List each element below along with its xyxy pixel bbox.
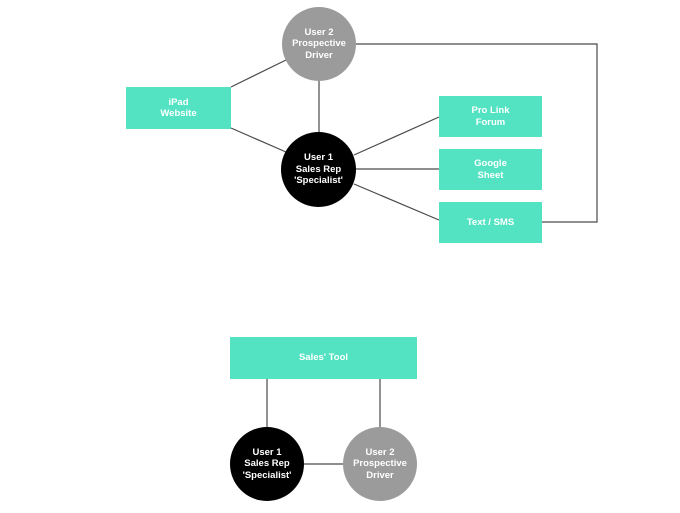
user1-title: User 1 [303,152,334,164]
pro-link-forum-box: Pro Link Forum [439,96,542,137]
user2-prospective-driver-node-2: User 2 Prospective Driver [343,427,417,501]
user2-role-3: Prospective [353,458,407,470]
sms-label: Text / SMS [466,216,515,228]
edge-user1-sms [353,183,440,221]
user2-role-4: Driver [366,469,394,481]
user1-role-2: 'Specialist' [294,175,343,187]
user1-role-3: Sales Rep [244,458,290,470]
sales-tool-label: Sales' Tool [298,352,349,364]
forum-label: Forum [475,116,506,128]
user1-role: Sales Rep [295,163,342,175]
user2-prospective-driver-node: User 2 Prospective Driver [282,7,356,81]
google-sheet-box: Google Sheet [439,149,542,190]
user1-role-4: 'Specialist' [242,469,292,481]
edge-ipad-user2 [230,59,287,88]
ipad-label: iPad [168,96,189,108]
user2-title: User 2 [304,26,334,38]
user2-role: Prospective [292,38,346,50]
prolink-label: Pro Link [471,105,510,116]
user1-sales-rep-node-2: User 1 Sales Rep 'Specialist' [230,427,304,501]
edge-user2-sms [356,43,598,223]
user1-sales-rep-node: User 1 Sales Rep 'Specialist' [281,132,356,207]
user2-role-2: Driver [305,49,333,61]
sales-tool-box: Sales' Tool [230,337,417,379]
website-label: Website [160,108,197,119]
edge-user1-prolink [353,116,440,156]
sheet-label: Sheet [477,169,504,181]
ipad-website-box: iPad Website [126,87,231,129]
edge-ipad-user1 [230,127,287,153]
text-sms-box: Text / SMS [439,202,542,243]
user1-title-2: User 1 [252,446,282,458]
user2-title-2: User 2 [365,446,395,458]
google-label: Google [474,158,507,169]
